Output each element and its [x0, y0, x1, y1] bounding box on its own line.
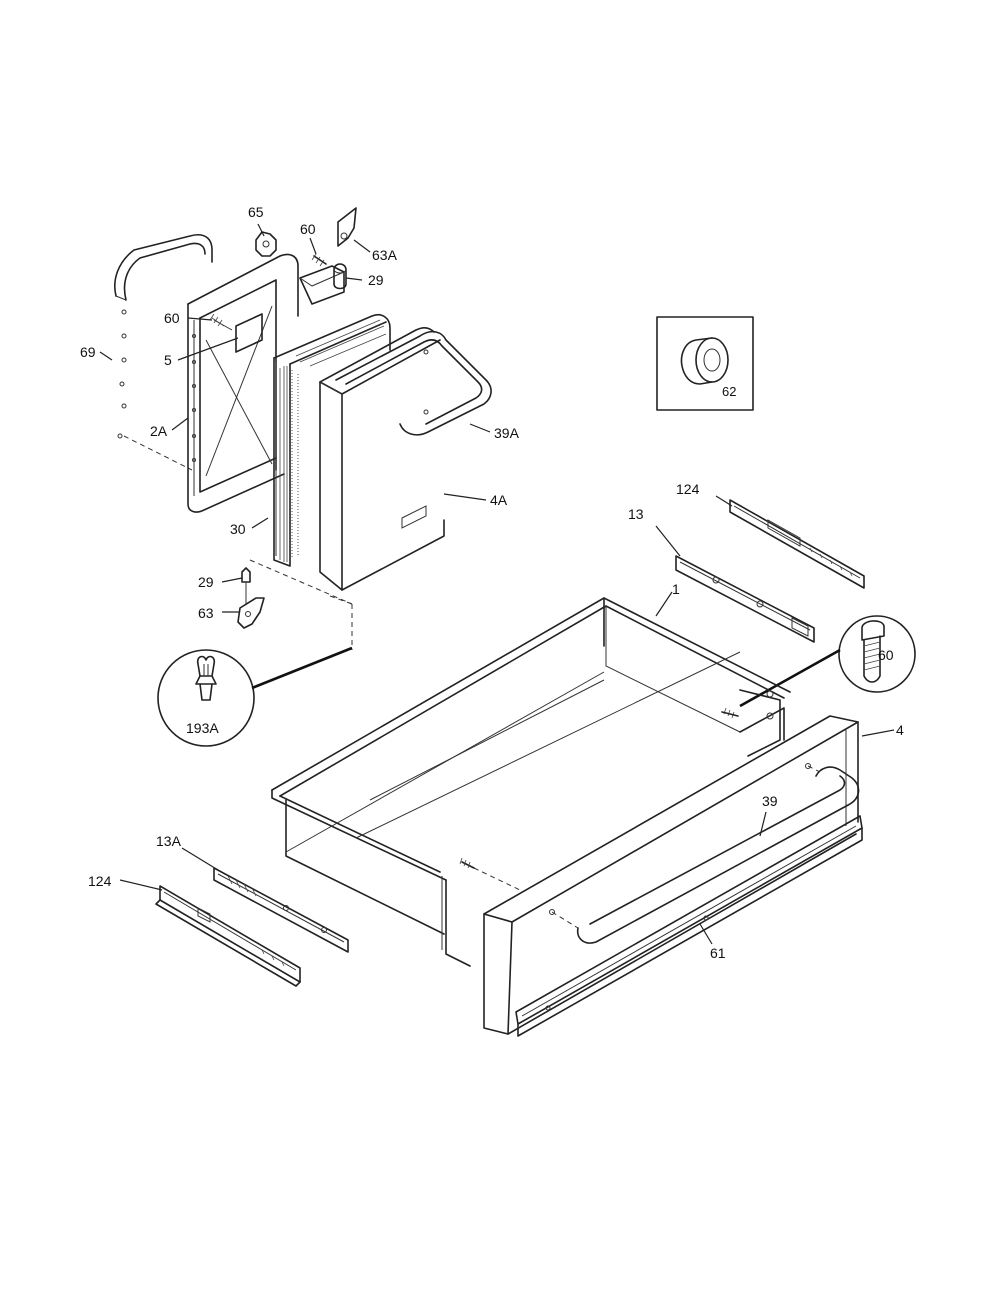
screw-60-left — [209, 313, 225, 327]
label-part-13: 13 — [628, 506, 644, 522]
door-screws-dotted — [117, 309, 193, 471]
label-part-62: 62 — [722, 384, 736, 399]
label-part-4: 4 — [896, 722, 904, 738]
label-part-60-callout: 60 — [878, 647, 894, 663]
label-part-63A: 63A — [372, 247, 398, 263]
label-part-5: 5 — [164, 352, 172, 368]
label-part-124-right: 124 — [676, 481, 700, 497]
label-part-65: 65 — [248, 204, 264, 220]
label-part-30: 30 — [230, 521, 246, 537]
screw-drawer-back — [721, 707, 739, 719]
label-part-13A: 13A — [156, 833, 182, 849]
label-part-39: 39 — [762, 793, 778, 809]
callout-60 — [739, 615, 916, 708]
label-part-29-top: 29 — [368, 272, 384, 288]
label-part-29-bottom: 29 — [198, 574, 214, 590]
hinge-63A — [333, 207, 357, 290]
part-labels: 65 60 63A 29 60 5 69 2A 30 39A 4A 29 63 … — [80, 204, 904, 961]
screw-60-top — [311, 253, 327, 267]
door-handle-39A — [335, 330, 492, 436]
label-part-193A: 193A — [186, 720, 219, 736]
hinge-63-bottom — [237, 597, 265, 629]
hinge-block — [299, 265, 345, 305]
label-part-4A: 4A — [490, 492, 508, 508]
drawer-handle-39 — [549, 763, 860, 944]
clip-65 — [255, 231, 277, 257]
drawer-body-1 — [271, 597, 791, 967]
door-panel-4A — [319, 327, 445, 591]
drawer-rail-124-right — [729, 499, 865, 589]
label-part-124-left: 124 — [88, 873, 112, 889]
drawer-slide-13A — [213, 867, 349, 953]
label-part-60-left: 60 — [164, 310, 180, 326]
leader-lines — [99, 223, 895, 945]
drawer-front-4 — [483, 715, 859, 1035]
door-insulation-30 — [273, 313, 391, 567]
label-part-61: 61 — [710, 945, 726, 961]
drawer-slide-13 — [675, 555, 815, 643]
door-handle-69 — [114, 234, 213, 301]
guides-4A-dashed — [249, 559, 353, 650]
trim-61 — [515, 815, 863, 1037]
door-frame-2A — [187, 253, 299, 513]
label-part-69: 69 — [80, 344, 96, 360]
callout-193A — [157, 646, 353, 747]
label-part-2A: 2A — [150, 423, 168, 439]
hinge-bracket-5 — [213, 313, 263, 353]
label-part-60-top: 60 — [300, 221, 316, 237]
callout-62 — [656, 316, 754, 411]
label-part-1: 1 — [672, 581, 680, 597]
drawer-rail-124-left — [155, 885, 301, 987]
screw-drawer-side — [459, 857, 521, 891]
label-part-63: 63 — [198, 605, 214, 621]
clip-29-bottom — [241, 567, 251, 604]
label-part-39A: 39A — [494, 425, 520, 441]
